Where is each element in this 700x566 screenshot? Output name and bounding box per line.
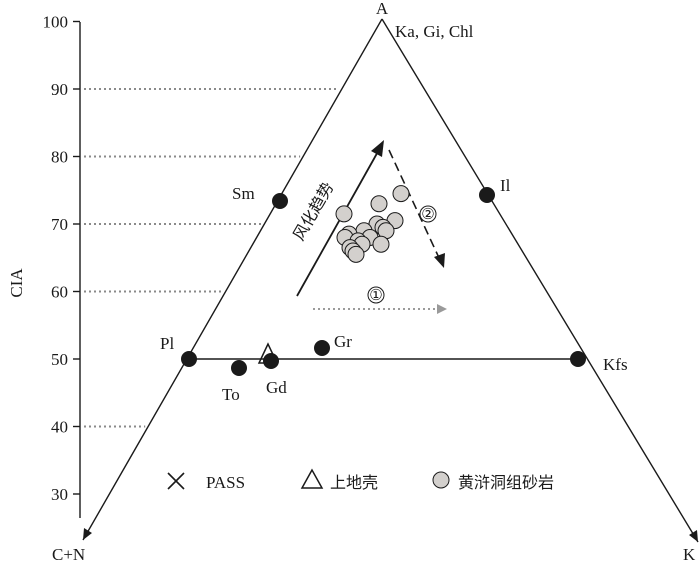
dotted-guides bbox=[84, 88, 339, 428]
y-tick-label: 30 bbox=[51, 485, 68, 504]
vertex-label-k: K bbox=[683, 545, 696, 564]
mineral-point-kfs bbox=[570, 351, 586, 367]
vertex-label-cn: C+N bbox=[52, 545, 85, 564]
sample-point bbox=[347, 245, 365, 263]
y-axis-label: CIA bbox=[7, 268, 26, 298]
mineral-label-gr: Gr bbox=[334, 332, 352, 351]
y-axis-ticks: 30 40 50 60 70 80 90 100 bbox=[43, 13, 80, 504]
upper-crust-point bbox=[257, 342, 279, 364]
sample-point bbox=[392, 185, 410, 203]
y-tick-label: 90 bbox=[51, 80, 68, 99]
path-1-label: ① bbox=[369, 286, 382, 304]
path-2-arrow bbox=[388, 149, 441, 261]
mineral-point-to bbox=[231, 360, 247, 376]
sample-cluster bbox=[335, 185, 410, 263]
mineral-label-to: To bbox=[222, 385, 240, 404]
legend-triangle-icon bbox=[300, 468, 324, 489]
mineral-point-pl bbox=[181, 351, 197, 367]
legend: PASS 上地壳 黄浒洞组砂岩 bbox=[167, 468, 554, 492]
y-tick-label: 60 bbox=[51, 283, 68, 302]
mineral-point-gd bbox=[263, 353, 279, 369]
mineral-point-sm bbox=[272, 193, 288, 209]
vertex-label-a: A bbox=[376, 0, 389, 18]
weathering-trend-label: 风化趋势 bbox=[289, 179, 337, 244]
legend-sandstone-icon bbox=[432, 471, 450, 489]
mineral-label-kfs: Kfs bbox=[603, 355, 628, 374]
left-corner-arrowhead bbox=[83, 528, 92, 540]
path-2-arrowhead bbox=[434, 253, 445, 268]
legend-label-sandstone: 黄浒洞组砂岩 bbox=[458, 473, 554, 492]
legend-cross-icon bbox=[167, 472, 185, 490]
legend-label-pass: PASS bbox=[206, 473, 245, 492]
sample-point bbox=[372, 235, 390, 253]
triangle-left-side bbox=[82, 18, 383, 541]
mineral-label-sm: Sm bbox=[232, 184, 255, 203]
y-tick-label: 80 bbox=[51, 148, 68, 167]
mineral-label-gd: Gd bbox=[266, 378, 287, 397]
mineral-label-il: Il bbox=[500, 176, 511, 195]
y-tick-label: 100 bbox=[43, 13, 69, 32]
y-tick-label: 50 bbox=[51, 350, 68, 369]
right-corner-arrowhead bbox=[689, 530, 698, 542]
y-tick-label: 70 bbox=[51, 215, 68, 234]
triangle-right-side bbox=[381, 18, 699, 543]
path-1-marker bbox=[367, 286, 385, 304]
path-1-arrowhead bbox=[437, 304, 447, 314]
sample-point bbox=[335, 205, 353, 223]
mineral-label-pl: Pl bbox=[160, 334, 174, 353]
legend-label-upper-crust: 上地壳 bbox=[330, 473, 378, 492]
y-tick-label: 40 bbox=[51, 418, 68, 437]
path-2-marker bbox=[419, 205, 437, 223]
weathering-trend-arrowhead bbox=[371, 140, 384, 157]
mineral-point-il bbox=[479, 187, 495, 203]
sample-point bbox=[370, 195, 388, 213]
vertex-label-ka-gi-chl: Ka, Gi, Chl bbox=[395, 22, 474, 41]
weathering-trend-arrow bbox=[296, 147, 381, 297]
path-2-label: ② bbox=[421, 205, 434, 223]
mineral-point-gr bbox=[314, 340, 330, 356]
